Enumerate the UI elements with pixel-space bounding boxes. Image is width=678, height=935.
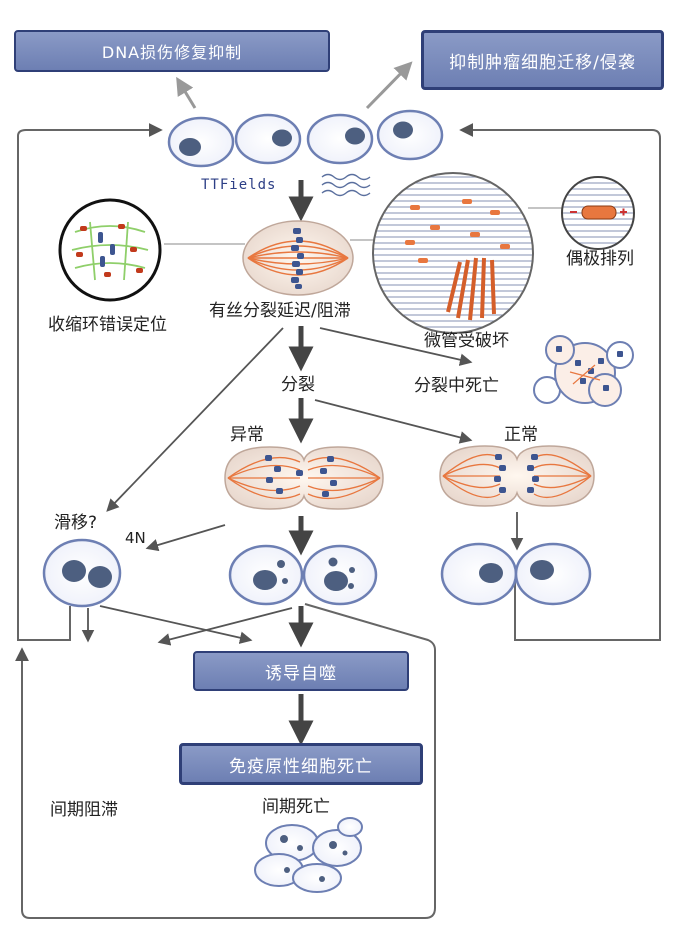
cell-icon <box>228 544 304 606</box>
mitotic-spindle-icon <box>224 446 384 510</box>
contractile-ring-inset-icon <box>58 198 162 302</box>
division-label: 分裂 <box>281 375 315 395</box>
normal-label: 正常 <box>504 425 538 445</box>
inhibit-migration-box: 抑制肿瘤细胞迁移/侵袭 <box>421 30 664 90</box>
cell-icon <box>302 544 378 606</box>
right-feedback-loop <box>459 123 661 641</box>
mitotic-spindle-icon <box>242 220 354 296</box>
cell-icon <box>376 109 444 161</box>
interphase-death-label: 间期死亡 <box>262 797 330 817</box>
cell-icon <box>440 542 518 606</box>
contractile-ring-label: 收缩环错误定位 <box>48 315 167 335</box>
interphase-arrest-label: 间期阻滞 <box>50 800 118 820</box>
apoptotic-cell-icon <box>533 335 634 407</box>
cell-icon <box>42 538 122 608</box>
left-feedback-loop <box>17 123 163 641</box>
microtubule-inset-icon <box>372 172 534 334</box>
cell-icon <box>167 116 235 168</box>
cell-icon <box>514 542 592 606</box>
apoptotic-cell-icon <box>254 817 363 893</box>
slippage-label: 滑移? <box>54 513 97 533</box>
mitotic-death-label: 分裂中死亡 <box>414 376 499 396</box>
mitotic-spindle-icon <box>439 445 595 507</box>
cell-icon <box>234 113 302 165</box>
abnormal-label: 异常 <box>230 425 264 445</box>
immunogenic-death-box: 免疫原性细胞死亡 <box>179 743 423 785</box>
cell-icon <box>306 113 374 165</box>
wave-icon <box>321 173 371 197</box>
bottom-feedback-loop <box>15 603 436 919</box>
dipole-icon <box>561 176 635 250</box>
mitotic-delay-label: 有丝分裂延迟/阻滞 <box>209 301 351 321</box>
induce-autophagy-box: 诱导自噬 <box>193 651 409 691</box>
microtubule-disruption-label: 微管受破坏 <box>424 331 509 351</box>
dna-repair-inhibition-box: DNA损伤修复抑制 <box>14 30 330 72</box>
tetraploid-label: 4N <box>125 529 146 547</box>
ttfields-label: TTFields <box>201 177 276 193</box>
dipole-alignment-label: 偶极排列 <box>566 249 634 269</box>
